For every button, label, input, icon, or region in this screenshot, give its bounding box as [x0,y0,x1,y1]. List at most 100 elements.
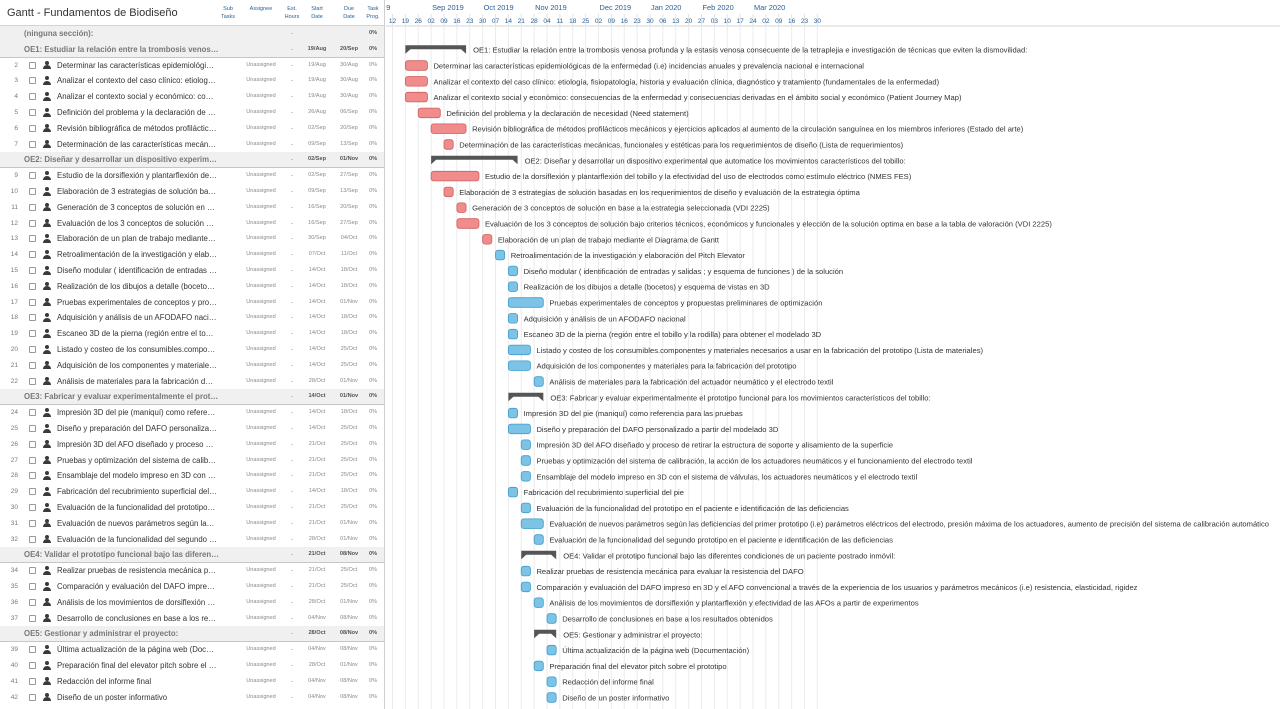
task-assignee[interactable]: Unassigned [246,409,276,416]
start-date[interactable]: 09/Sep [308,140,326,147]
group-row[interactable]: OE3: Fabricar y evaluar experimentalment… [0,389,384,406]
task-bar[interactable] [520,502,531,514]
assignee-person-icon[interactable] [43,281,51,291]
task-assignee[interactable]: Unassigned [246,124,276,131]
task-assignee[interactable]: Unassigned [246,693,276,700]
task-name[interactable]: Desarrollo de conclusiones en base a los… [57,613,217,623]
assignee-person-icon[interactable] [43,582,51,591]
due-date[interactable]: 08/Nov [340,693,358,700]
due-date[interactable]: 01/Nov [340,662,358,668]
assignee-person-icon[interactable] [43,171,51,180]
critical-task-bar[interactable] [430,170,480,182]
due-date[interactable]: 18/Oct [340,330,358,337]
start-date[interactable]: 14/Oct [308,282,326,289]
start-date[interactable]: 19/Aug [308,77,326,84]
assignee-person-icon[interactable] [43,187,51,196]
task-bar[interactable] [533,534,544,545]
start-date[interactable]: 30/Sep [308,235,326,242]
assignee-person-icon[interactable] [43,202,51,212]
start-date[interactable]: 07/Oct [308,251,326,258]
assignee-person-icon[interactable] [43,250,51,259]
task-assignee[interactable]: Unassigned [246,377,276,384]
start-date[interactable]: 21/Oct [308,440,326,447]
start-date[interactable]: 19/Aug [308,61,326,68]
due-date[interactable]: 13/Sep [340,140,358,147]
critical-task-bar[interactable] [443,186,454,198]
due-date[interactable]: 01/Nov [339,393,359,400]
task-bar[interactable] [507,344,531,356]
task-bar[interactable] [520,439,531,450]
task-assignee[interactable]: Unassigned [246,61,276,68]
task-assignee[interactable]: Unassigned [246,472,276,479]
assignee-person-icon[interactable] [43,455,51,465]
group-name[interactable]: OE3: Fabricar y evaluar experimentalment… [24,392,219,402]
task-bar[interactable] [520,518,544,529]
task-assignee[interactable]: Unassigned [246,440,276,447]
column-header-due-date[interactable]: Due Date [338,5,360,21]
due-date[interactable]: 01/Nov [340,598,358,605]
task-name[interactable]: Diseño y preparación del DAFO personaliz… [57,424,217,433]
assignee-person-icon[interactable] [43,376,51,386]
task-assignee[interactable]: Unassigned [246,519,276,526]
assignee-person-icon[interactable] [43,487,51,496]
task-name[interactable]: Determinar las características epidemiol… [57,60,217,70]
task-bar[interactable] [533,376,544,387]
task-checkbox[interactable] [29,614,36,622]
group-summary-bar[interactable] [521,550,557,560]
due-date[interactable]: 25/Oct [340,361,358,368]
assignee-person-icon[interactable] [43,123,51,133]
column-header-task-progress[interactable]: Task Prog. [365,5,381,21]
due-date[interactable]: 01/Nov [340,535,358,542]
start-date[interactable]: 04/Nov [308,677,326,684]
task-checkbox[interactable] [29,267,36,274]
start-date[interactable]: 02/Sep [308,124,326,131]
due-date[interactable]: 08/Nov [339,551,359,558]
task-name[interactable]: Realizar pruebas de resistencia mecánica… [57,566,217,576]
task-checkbox[interactable] [29,109,36,116]
assignee-person-icon[interactable] [43,661,51,670]
task-name[interactable]: Evaluación de nuevos parámetros según la… [57,518,217,528]
assignee-person-icon[interactable] [43,645,51,654]
task-name[interactable]: Listado y costeo de los consumibles.comp… [57,345,217,354]
task-name[interactable]: Elaboración de un plan de trabajo median… [57,234,217,244]
task-bar[interactable] [507,407,518,419]
task-assignee[interactable]: Unassigned [246,346,276,352]
due-date[interactable]: 25/Oct [340,346,358,352]
due-date[interactable]: 25/Oct [340,504,358,510]
task-assignee[interactable]: Unassigned [246,456,276,463]
task-assignee[interactable]: Unassigned [246,251,276,258]
critical-task-bar[interactable] [456,218,480,229]
assignee-person-icon[interactable] [43,108,51,117]
task-name[interactable]: Evaluación de la funcionalidad del proto… [57,503,217,512]
assignee-person-icon[interactable] [43,92,51,101]
due-date[interactable]: 18/Oct [340,488,358,495]
task-checkbox[interactable] [29,219,36,227]
task-name[interactable]: Analizar el contexto social y económico:… [57,92,217,102]
task-assignee[interactable]: Unassigned [246,598,276,605]
column-header-assignee[interactable]: Assignee [246,5,276,13]
task-checkbox[interactable] [29,203,36,211]
start-date[interactable]: 14/Oct [308,330,326,337]
task-checkbox[interactable] [29,677,36,685]
task-assignee[interactable]: Unassigned [246,93,276,100]
start-date[interactable]: 26/Aug [308,109,326,115]
task-assignee[interactable]: Unassigned [246,235,276,242]
assignee-person-icon[interactable] [43,313,51,322]
task-checkbox[interactable] [29,488,36,496]
section-row[interactable]: (ninguna sección):-0% [0,26,384,42]
task-bar[interactable] [520,565,531,577]
assignee-person-icon[interactable] [43,297,51,307]
critical-task-bar[interactable] [443,139,454,150]
